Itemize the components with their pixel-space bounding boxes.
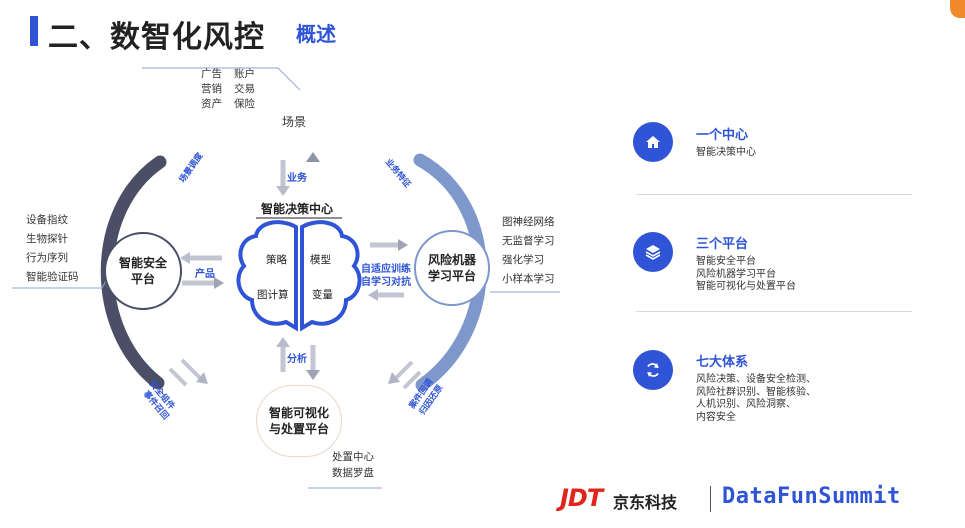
node-label: 智能可视化 xyxy=(269,405,329,421)
scene-item: 资产 xyxy=(201,97,222,112)
arrow-business-down-head xyxy=(276,186,290,196)
panel-line: 风险机器学习平台 xyxy=(696,269,796,282)
panel-heading-platforms: 三个平台 xyxy=(696,233,748,252)
node-label: 平台 xyxy=(131,271,155,287)
node-label: 学习平台 xyxy=(428,268,476,284)
bottom-list-item: 数据罗盘 xyxy=(332,465,374,481)
arrow-adaptive-left-head xyxy=(368,289,378,301)
scene-item: 保险 xyxy=(234,97,255,112)
right-list-item: 无监督学习 xyxy=(502,232,555,251)
panel-text-systems: 风险决策、设备安全检测、 风险社群识别、智能核验、 人机识别、风险洞察、 内容安… xyxy=(696,374,816,424)
panel-text-platforms: 智能安全平台 风险机器学习平台 智能可视化与处置平台 xyxy=(696,256,796,294)
scene-item: 广告 xyxy=(201,67,222,82)
brain-cell-strategy: 策略 xyxy=(266,252,287,267)
arrow-bl-1 xyxy=(182,360,200,378)
arrow-business-up-head xyxy=(306,152,320,162)
brain-cell-model: 模型 xyxy=(310,252,331,267)
right-list-item: 小样本学习 xyxy=(502,270,555,289)
node-label: 与处置平台 xyxy=(269,421,329,437)
left-list-item: 行为序列 xyxy=(26,249,79,268)
left-list-item: 智能验证码 xyxy=(26,268,79,287)
node-ml-platform[interactable]: 风险机器 学习平台 xyxy=(414,230,490,306)
panel-line: 智能安全平台 xyxy=(696,256,796,269)
arrow-label-product: 产品 xyxy=(195,265,215,280)
datafun-logo: DataFunSummit xyxy=(722,484,901,509)
panel-line: 人机识别、风险洞察、 xyxy=(696,399,816,412)
brain-icon xyxy=(238,222,359,328)
panel-line: 内容安全 xyxy=(696,412,816,425)
panel-text-center: 智能决策中心 xyxy=(696,147,756,160)
arrow-product-left-head xyxy=(180,252,190,264)
node-visualization-platform[interactable]: 智能可视化 与处置平台 xyxy=(256,385,342,457)
node-label: 智能安全 xyxy=(119,255,167,271)
right-list-item: 图神经网络 xyxy=(502,213,555,232)
arrow-analysis-down-head xyxy=(306,370,320,380)
scene-item: 营销 xyxy=(201,82,222,97)
scene-item: 账户 xyxy=(234,67,255,82)
right-list-item: 强化学习 xyxy=(502,251,555,270)
company-name: 京东科技 xyxy=(613,489,677,513)
panel-divider xyxy=(636,194,912,195)
brain-cell-variable: 变量 xyxy=(312,287,333,302)
layers-icon xyxy=(633,232,673,272)
center-title: 智能决策中心 xyxy=(261,200,333,217)
left-list: 设备指纹 生物探针 行为序列 智能验证码 xyxy=(26,211,79,287)
left-list-item: 生物探针 xyxy=(26,230,79,249)
arrow-label-adaptive-2: 自学习对抗 xyxy=(361,273,411,288)
arrow-adaptive-right-head xyxy=(398,239,408,251)
arrow-bl-2 xyxy=(170,369,186,385)
scene-list-col1: 广告 营销 资产 xyxy=(201,67,222,112)
scene-list-col2: 账户 交易 保险 xyxy=(234,67,255,112)
bottom-list: 处置中心 数据罗盘 xyxy=(332,449,374,481)
right-list: 图神经网络 无监督学习 强化学习 小样本学习 xyxy=(502,213,555,289)
bottom-list-item: 处置中心 xyxy=(332,449,374,465)
footer-separator xyxy=(710,486,711,512)
refresh-icon xyxy=(633,350,673,390)
arrow-analysis-up-head xyxy=(276,337,290,347)
arrow-br-1 xyxy=(396,362,412,378)
panel-heading-center: 一个中心 xyxy=(696,124,748,143)
home-icon xyxy=(633,122,673,162)
brain-cell-graph: 图计算 xyxy=(257,287,289,302)
panel-line: 风险决策、设备安全检测、 xyxy=(696,374,816,387)
arrow-product-right-head xyxy=(214,277,224,289)
panel-divider xyxy=(636,311,912,312)
jdt-logo: JDT xyxy=(560,484,602,512)
panel-line: 风险社群识别、智能核验、 xyxy=(696,387,816,400)
arrow-label-analysis: 分析 xyxy=(287,350,307,365)
scene-item: 交易 xyxy=(234,82,255,97)
left-list-item: 设备指纹 xyxy=(26,211,79,230)
node-label: 风险机器 xyxy=(428,252,476,268)
panel-heading-systems: 七大体系 xyxy=(696,351,748,370)
arrow-label-business: 业务 xyxy=(287,169,307,184)
node-security-platform[interactable]: 智能安全 平台 xyxy=(104,232,182,310)
panel-line: 智能可视化与处置平台 xyxy=(696,281,796,294)
scene-label: 场景 xyxy=(282,113,306,130)
